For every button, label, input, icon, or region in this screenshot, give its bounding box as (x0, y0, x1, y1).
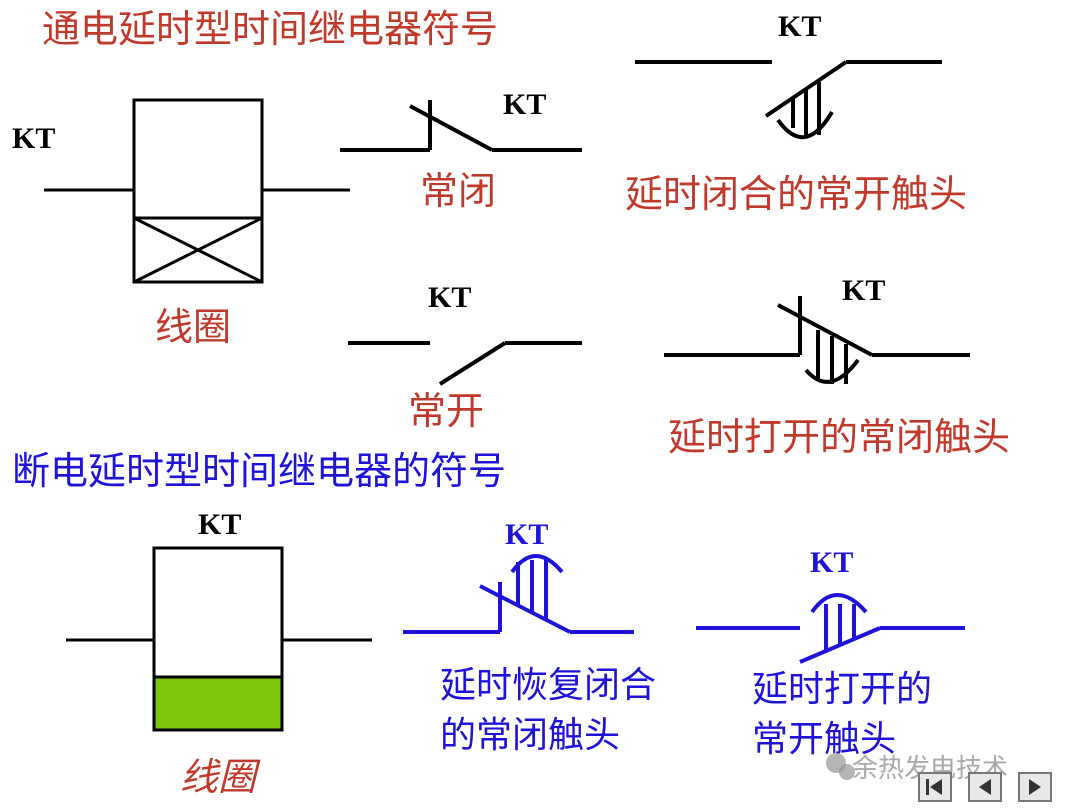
delay-restore-nc-symbol (403, 554, 634, 634)
nc-label: 常闭 (420, 169, 497, 213)
delay-open-kt-label: KT (842, 274, 886, 307)
coil-label: 线圈 (155, 305, 232, 349)
delay-open-no-kt-label: KT (810, 546, 854, 579)
deenergize-section-title: 断电延时型时间继电器的符号 (12, 449, 507, 493)
deenergize-coil-symbol (66, 546, 372, 732)
delay-open-no-symbol (696, 593, 965, 664)
delay-open-no-line2: 常开触头 (752, 719, 897, 760)
delay-open-nc-label: 延时打开的常闭触头 (668, 415, 1011, 459)
no-label: 常开 (408, 389, 485, 433)
first-icon (926, 779, 942, 795)
coil2-label: 线圈 (180, 755, 257, 799)
delay-restore-nc-line1: 延时恢复闭合 (440, 665, 657, 706)
nc-kt-label: KT (503, 88, 547, 121)
restore-kt-label: KT (505, 518, 549, 551)
delay-close-kt-label: KT (778, 10, 822, 43)
watermark-chat-icon (826, 753, 855, 780)
coil-kt-label: KT (12, 122, 56, 155)
next-icon (1029, 779, 1041, 795)
no-contact-symbol (348, 341, 582, 386)
next-slide-button[interactable] (1018, 772, 1052, 802)
delay-close-no-label: 延时闭合的常开触头 (625, 172, 968, 216)
energize-coil-symbol (44, 98, 350, 284)
coil2-kt-label: KT (198, 508, 242, 541)
delay-open-nc-symbol (664, 296, 970, 384)
first-slide-button[interactable] (918, 772, 952, 802)
prev-icon (979, 779, 991, 795)
energize-section-title: 通电延时型时间继电器符号 (42, 7, 499, 51)
nc-contact-symbol (340, 100, 582, 152)
prev-slide-button[interactable] (968, 772, 1002, 802)
no-kt-label: KT (428, 281, 472, 314)
delay-open-no-line1: 延时打开的 (752, 669, 933, 710)
delay-restore-nc-line2: 的常闭触头 (440, 715, 621, 756)
delay-close-no-symbol (635, 60, 942, 139)
